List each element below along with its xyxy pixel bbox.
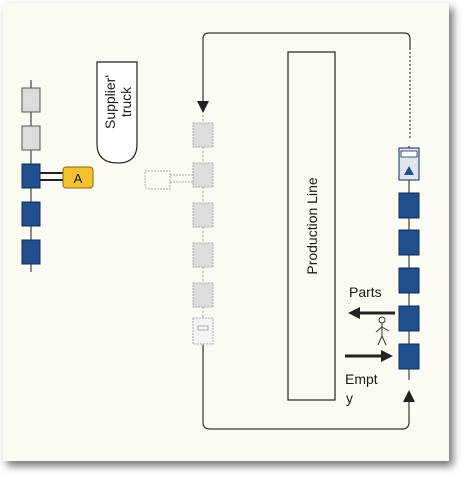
production-line-label: Production Line (304, 177, 320, 275)
production-line: Production Line (287, 51, 336, 401)
container-full (398, 343, 420, 370)
container-empty (192, 162, 214, 188)
flow-loop (197, 32, 415, 430)
top-arrowhead-icon (197, 101, 209, 113)
top-return-path (202, 32, 411, 103)
supplier-truck-label-line2: truck (118, 86, 134, 117)
container-empty (192, 282, 214, 308)
container-full (398, 305, 420, 332)
empty-label-line2: y (346, 390, 353, 406)
container-full (398, 267, 420, 294)
faded-truck-outline (144, 170, 171, 190)
container-empty (192, 317, 214, 345)
operator-icon (375, 316, 390, 346)
right-container-column (398, 146, 420, 380)
kanban-card-icon (400, 150, 418, 158)
container-full (21, 163, 41, 189)
container-empty (192, 122, 214, 148)
station-a-label: A (74, 171, 83, 186)
bottom-arrowhead-icon (403, 390, 415, 402)
container-full (398, 192, 420, 219)
signal-arrow-icon (404, 166, 414, 175)
container-full (21, 239, 41, 265)
parts-arrowhead-icon (348, 307, 360, 319)
supplier-truck-label-line1: Supplier' (102, 75, 118, 129)
container-full (398, 229, 420, 256)
left-container-column (21, 80, 63, 272)
station-a: A (62, 166, 94, 189)
empty-arrowhead-icon (381, 350, 393, 362)
middle-container-column (144, 115, 214, 345)
parts-label: Parts (349, 284, 382, 300)
bottom-return-path (202, 345, 410, 430)
empty-label-line1: Empt (345, 371, 378, 387)
container-empty (192, 242, 214, 268)
kanban-card-icon (197, 325, 209, 331)
container-empty (21, 87, 41, 113)
container-empty (21, 125, 41, 151)
diagram-frame (3, 3, 449, 461)
container-empty (192, 202, 214, 228)
supplier-truck: Supplier' truck (96, 61, 138, 164)
exchange-area: Parts Empt y (345, 284, 395, 406)
container-full (21, 201, 41, 227)
